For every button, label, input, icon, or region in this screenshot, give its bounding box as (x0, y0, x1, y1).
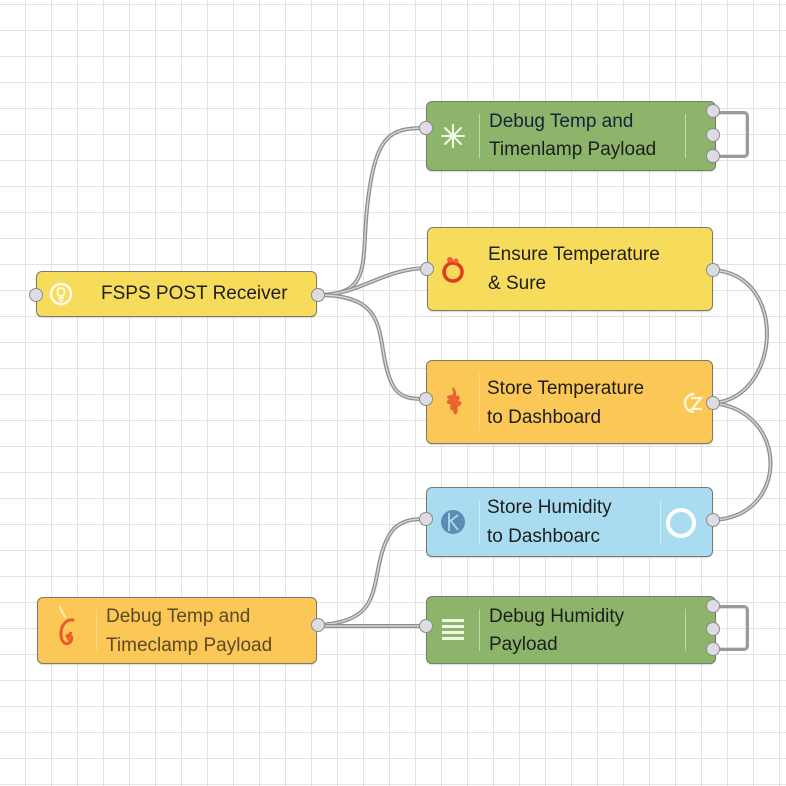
node-label: FSPS POST Receiver (101, 283, 288, 304)
node-label-line1: Store Temperature (487, 378, 645, 399)
debug-loop-handle (716, 605, 749, 651)
output-port[interactable] (311, 288, 325, 302)
separator (660, 500, 661, 544)
globe-icon (427, 488, 479, 556)
node-label-line2: & Sure (488, 273, 547, 294)
input-port[interactable] (419, 392, 433, 406)
node-debug-humidity[interactable]: Debug Humidity Payload (426, 596, 716, 664)
output-port[interactable] (706, 104, 720, 118)
input-port[interactable] (419, 512, 433, 526)
node-debug-temp-bottom[interactable]: Debug Temp and Timeclamp Payload (37, 597, 317, 664)
wire-store-temp-to-store-humidity[interactable] (711, 401, 773, 522)
node-label-line1: Debug Temp and (106, 606, 251, 627)
node-label-line1: Store Humidity (487, 497, 612, 518)
gauge-z-icon (680, 391, 708, 420)
node-label-line2: Payload (489, 634, 558, 655)
node-label-line1: Debug Temp and (489, 111, 634, 132)
input-port[interactable] (419, 121, 433, 135)
node-debug-temp-top[interactable]: Debug Temp and Timenlamp Payload (426, 101, 716, 171)
separator (479, 114, 480, 158)
output-port[interactable] (311, 618, 325, 632)
wire-debug-bottom-to-store-humidity[interactable] (317, 517, 426, 627)
asterisk-icon (427, 102, 479, 170)
wire-fsps-to-ensure-temp[interactable] (317, 266, 426, 297)
wire-fsps-to-debug-top[interactable] (317, 126, 426, 297)
output-port[interactable] (706, 513, 720, 527)
separator (479, 373, 480, 431)
node-label-line1: Debug Humidity (489, 606, 625, 627)
node-label-line2: to Dashboard (487, 407, 602, 428)
output-port[interactable] (706, 599, 720, 613)
hook-arrow-icon (38, 598, 96, 663)
node-label-line2: Timeclamp Payload (106, 635, 273, 656)
separator (685, 114, 686, 158)
output-port[interactable] (706, 622, 720, 636)
separator (96, 610, 97, 651)
ring-icon (428, 228, 478, 310)
node-label-line2: to Dashboarc (487, 526, 601, 547)
node-label-line2: Timenlamp Payload (489, 139, 657, 160)
output-port[interactable] (706, 128, 720, 142)
node-ensure-temperature[interactable]: Ensure Temperature & Sure (427, 227, 713, 311)
input-port[interactable] (420, 262, 434, 276)
node-store-temperature[interactable]: Store Temperature to Dashboard (426, 360, 713, 444)
separator (479, 500, 480, 544)
output-port[interactable] (706, 263, 720, 277)
node-fsps-post-receiver[interactable]: FSPS POST Receiver (36, 271, 317, 317)
output-port[interactable] (706, 642, 720, 656)
wire-ensure-to-store-temp[interactable] (711, 268, 769, 405)
input-port[interactable] (29, 288, 43, 302)
node-label-line1: Ensure Temperature (488, 244, 660, 265)
bulb-circle-icon (37, 272, 85, 316)
separator (685, 609, 686, 651)
list-icon (427, 597, 479, 663)
debug-loop-handle (716, 111, 749, 158)
output-port[interactable] (706, 396, 720, 410)
output-port[interactable] (706, 149, 720, 163)
input-port[interactable] (419, 619, 433, 633)
wire-fsps-to-store-temp[interactable] (317, 293, 426, 401)
splash-icon (427, 361, 479, 443)
node-store-humidity[interactable]: Store Humidity to Dashboarc (426, 487, 713, 557)
circle-outline-icon (664, 506, 698, 545)
separator (479, 609, 480, 651)
